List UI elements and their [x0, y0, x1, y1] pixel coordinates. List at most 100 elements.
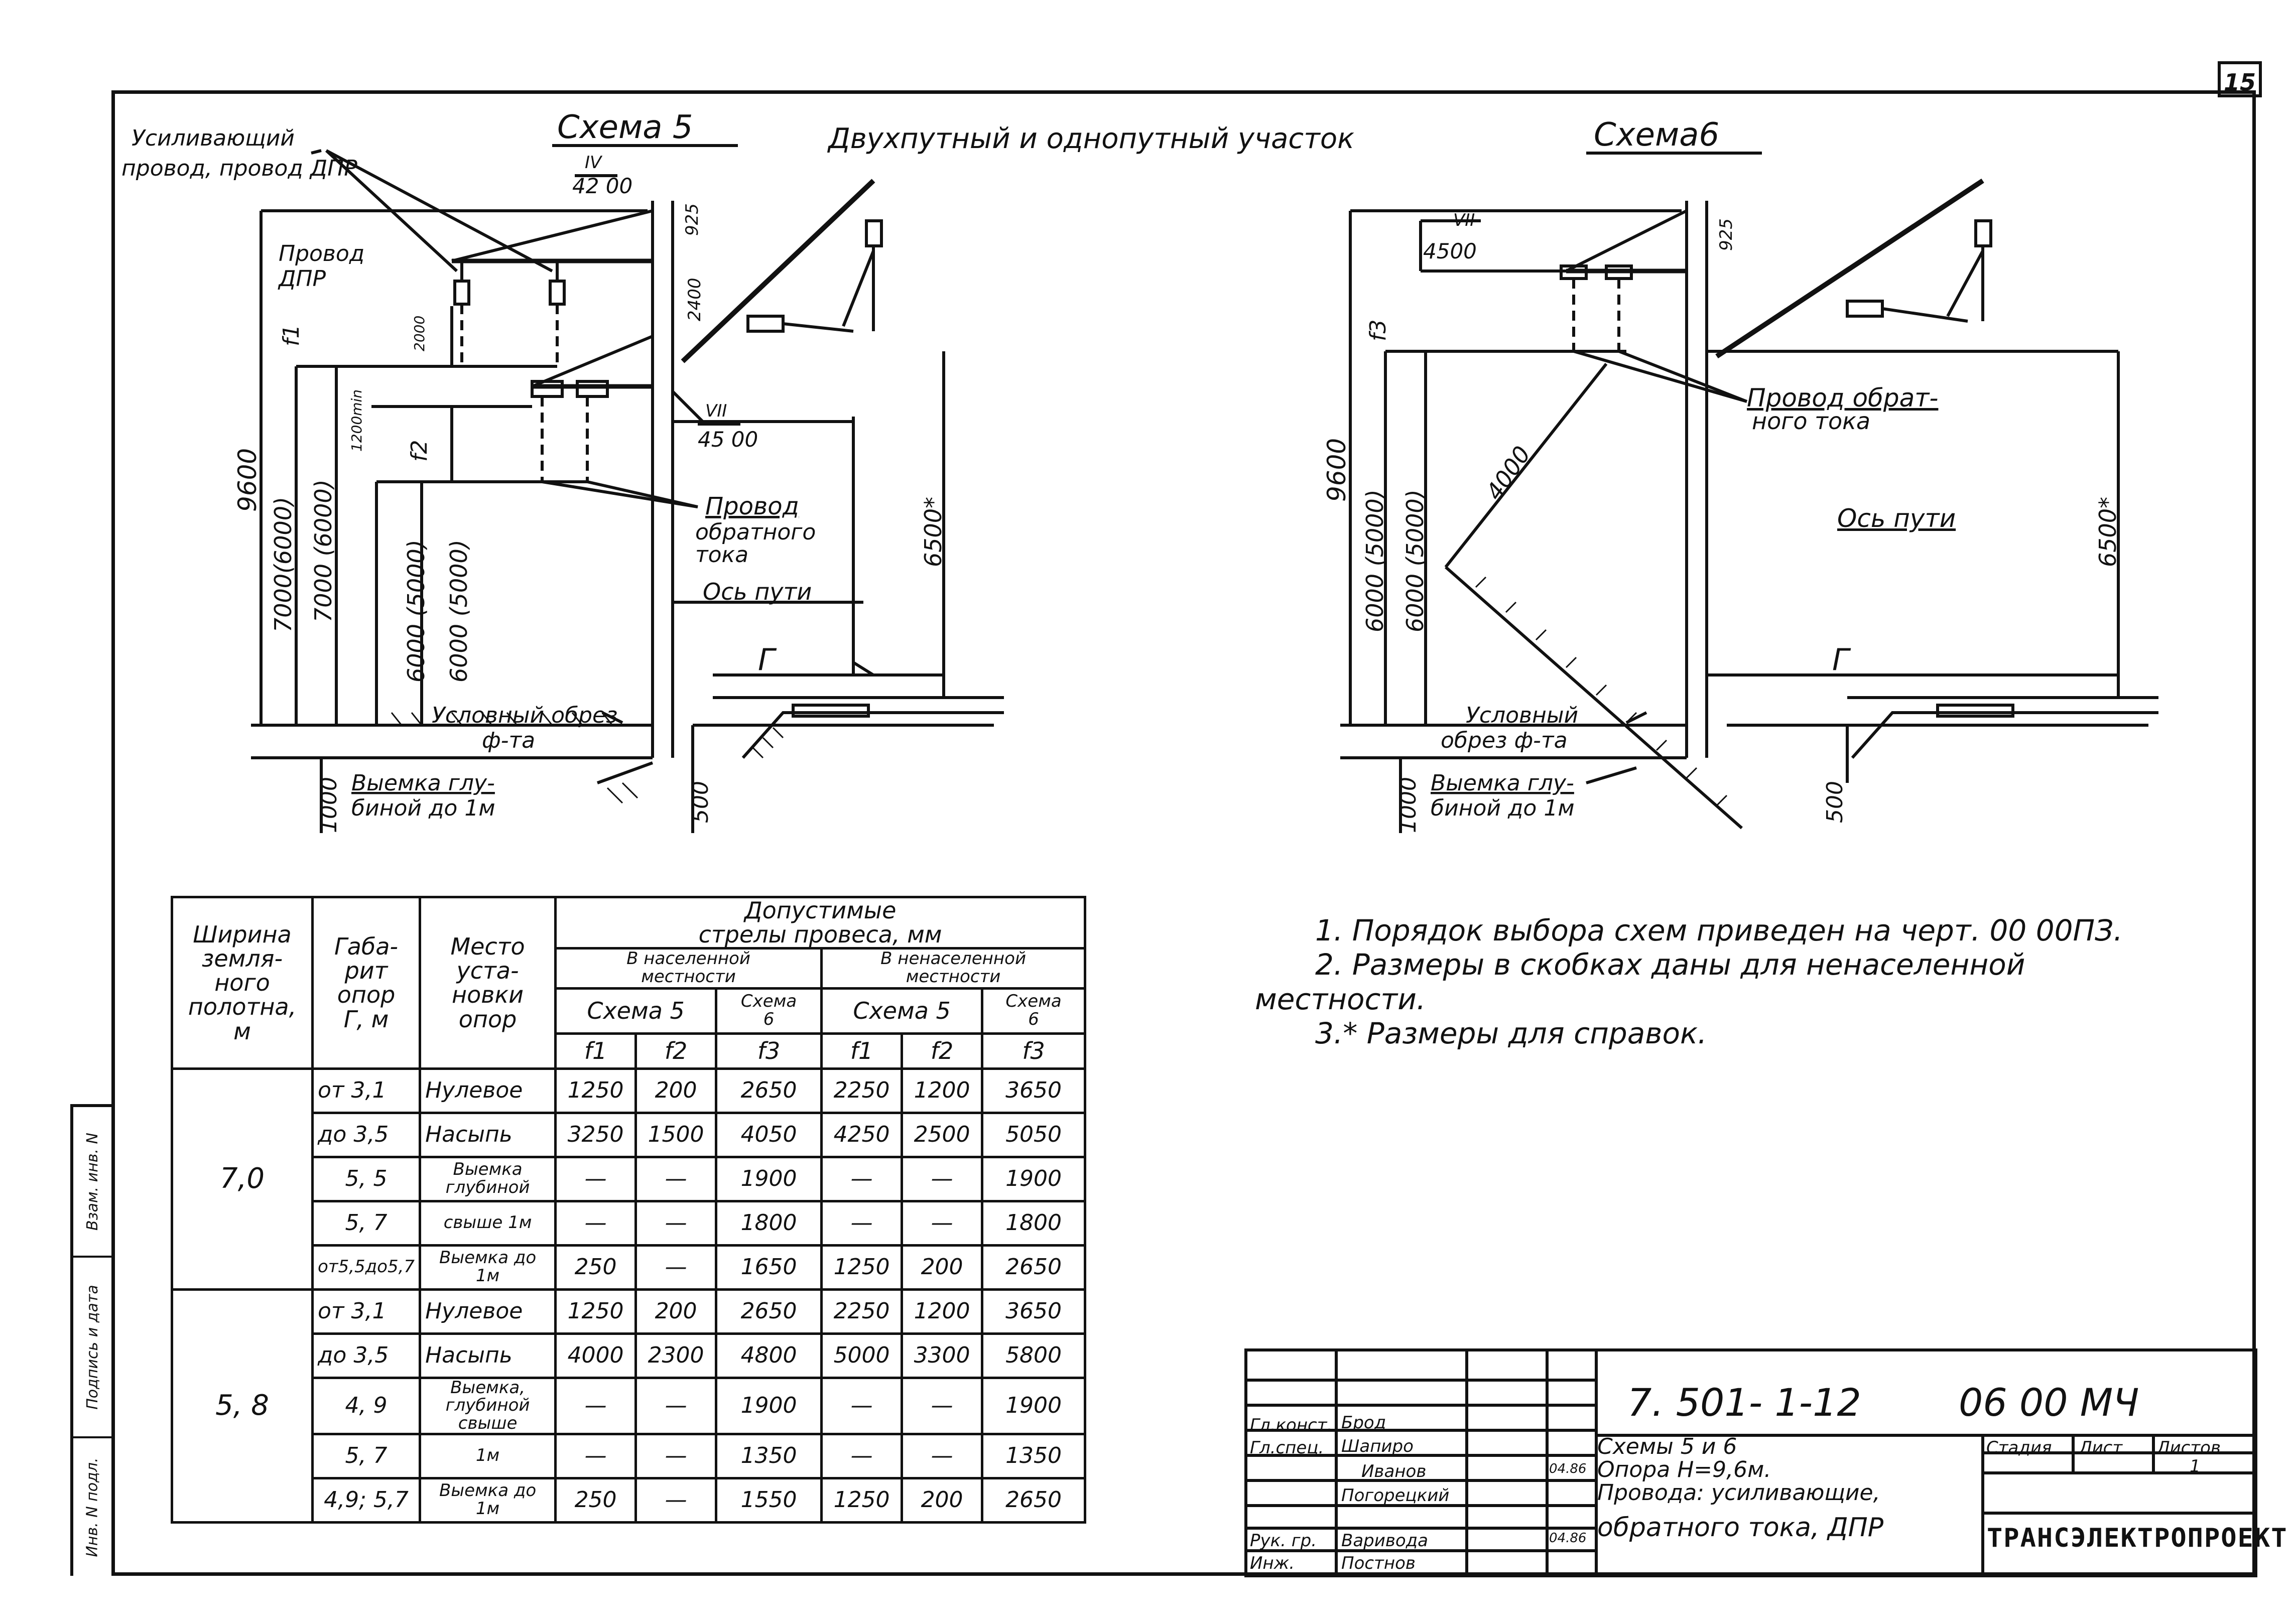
s6-dim-500: 500 — [1822, 781, 1848, 823]
cell: 2650 — [715, 1067, 823, 1114]
note-2-cont: местности. — [1255, 982, 1426, 1016]
note-2: 2. Размеры в скобках даны для ненаселенн… — [1315, 948, 2025, 982]
scheme6-title: Схема6 — [1594, 116, 1719, 154]
th-f1-b: f1 — [820, 1032, 904, 1070]
th-scheme6-a-2: 6 — [763, 1009, 775, 1030]
cell: Выемка глубиной — [419, 1155, 557, 1202]
side-cell-replace: Взам. инв. N — [73, 1107, 111, 1258]
cell: 2650 — [981, 1244, 1087, 1291]
th-scheme6-b-1: Схема — [1005, 991, 1062, 1012]
track-axis-5: Ось пути — [703, 578, 812, 605]
table-row: 4, 9 Выемка, глубиной свыше — — 1900 — —… — [172, 1376, 1087, 1435]
label-reinforcing-2: провод, провод ДПР — [121, 156, 357, 181]
cell: Выемка, глубиной свыше — [419, 1376, 557, 1435]
s6-dim-925: 925 — [1716, 218, 1736, 251]
name-5: Варивода — [1341, 1531, 1429, 1551]
th-f3-a: f3 — [715, 1032, 823, 1070]
cell: 250 — [554, 1244, 638, 1291]
s6-dim-f3: f3 — [1365, 320, 1391, 341]
cell: — — [820, 1155, 904, 1202]
table-row: 4,9; 5,7 Выемка до 1м 250 — 1550 1250 20… — [172, 1476, 1087, 1524]
dim-f2: f2 — [407, 440, 432, 462]
note-3: 3.* Размеры для справок. — [1315, 1016, 1707, 1051]
cell: свыше 1м — [419, 1199, 557, 1247]
gamma-5: Г — [758, 642, 777, 678]
th-scheme5-a: Схема 5 — [554, 987, 718, 1035]
table-row: 5, 5 Выемка глубиной — — 1900 — — 1900 — [172, 1155, 1087, 1202]
cell: 1500 — [634, 1111, 718, 1158]
th-f1-a: f1 — [554, 1032, 638, 1070]
table-row: до 3,5 Насыпь 4000 2300 4800 5000 3300 5… — [172, 1332, 1087, 1379]
cell: 2650 — [981, 1476, 1087, 1524]
cell: 200 — [634, 1288, 718, 1335]
cell: — — [820, 1199, 904, 1247]
name-6: Постнов — [1341, 1553, 1416, 1573]
th-width: Ширина земля- ного полотна, м — [171, 896, 314, 1070]
cell: 5050 — [981, 1111, 1087, 1158]
drawing-frame — [111, 90, 2256, 1576]
cell: 4050 — [715, 1111, 823, 1158]
sheet-label: Лист — [2079, 1438, 2123, 1458]
desc-line-3: Провода: усиливающие, — [1597, 1480, 1880, 1506]
s6-foundation-1: Условный — [1466, 703, 1578, 728]
bracket-low-num: VII — [705, 401, 727, 421]
cell: 1350 — [715, 1432, 823, 1479]
cell: 5000 — [820, 1332, 904, 1379]
th-width-4: полотна, — [188, 993, 297, 1021]
cell: до 3,5 — [311, 1332, 422, 1379]
cell: 200 — [634, 1067, 718, 1114]
th-width-3: ного — [214, 969, 270, 997]
cell: 3250 — [554, 1111, 638, 1158]
cell: 1650 — [715, 1244, 823, 1291]
sheets-label: Листов — [2157, 1438, 2221, 1458]
page-corner-mark: 15 — [2218, 61, 2262, 97]
drawing-code: 7. 501- 1-12 — [1627, 1380, 1861, 1425]
th-gabarit-1: Габа- — [334, 932, 399, 960]
th-gabarit-4: Г, м — [343, 1005, 389, 1033]
cell: — — [901, 1155, 984, 1202]
cell: 3650 — [981, 1288, 1087, 1335]
drawing-code-2: 06 00 МЧ — [1959, 1380, 2139, 1425]
cell: 1900 — [981, 1376, 1087, 1435]
cell: 1900 — [715, 1376, 823, 1435]
th-allowed: Допустимые стрелы провеса, мм — [554, 896, 1087, 950]
th-place-3: новки — [452, 981, 524, 1009]
dim-2400: 2400 — [685, 278, 705, 321]
cell: — — [554, 1376, 638, 1435]
name-2: Шапиро — [1341, 1436, 1414, 1456]
th-f2-a: f2 — [634, 1032, 718, 1070]
title-block: 7. 501- 1-12 06 00 МЧ Схемы 5 и 6 Опора … — [1246, 1350, 2287, 1576]
th-allowed-1: Допустимые — [744, 897, 897, 924]
s6-dim-1000: 1000 — [1395, 777, 1421, 833]
return-wire-2: обратного — [695, 519, 816, 545]
foundation-5-1: Условный обрез — [432, 703, 618, 728]
group1-width: 7,0 — [171, 1067, 314, 1291]
cell: 3650 — [981, 1067, 1087, 1114]
dim-6000-5000b: 6000 (5000) — [445, 539, 472, 683]
th-unpopulated: В ненаселенной местности — [820, 946, 1087, 990]
cell: 1550 — [715, 1476, 823, 1524]
dim-2000: 2000 — [411, 316, 428, 351]
name-4: Погорецкий — [1341, 1485, 1450, 1506]
cell: — — [901, 1199, 984, 1247]
s6-bracket-num: VII — [1453, 210, 1475, 230]
dim-1000: 1000 — [316, 777, 342, 833]
drawing-description: Схемы 5 и 6 Опора Н=9,6м. Провода: усили… — [1597, 1435, 1919, 1541]
label-dpr-2: ДПР — [278, 266, 326, 292]
cell: 2300 — [634, 1332, 718, 1379]
s6-return-wire-2: ного тока — [1752, 408, 1870, 435]
cell: — — [634, 1244, 718, 1291]
cell: — — [901, 1376, 984, 1435]
cell: 1800 — [715, 1199, 823, 1247]
label-reinforcing: Усиливающий — [132, 125, 295, 151]
group2-width: 5, 8 — [171, 1288, 314, 1524]
cell: 5, 7 — [311, 1199, 422, 1247]
th-gabarit: Габа- рит опор Г, м — [311, 896, 422, 1070]
cell: 3300 — [901, 1332, 984, 1379]
return-wire-1: Провод — [705, 492, 799, 520]
th-scheme6-a-1: Схема — [740, 991, 797, 1012]
table-row: 7,0 от 3,1 Нулевое 1250 200 2650 2250 12… — [171, 1067, 1087, 1291]
dim-925: 925 — [682, 203, 702, 236]
th-gabarit-2: рит — [344, 957, 388, 984]
th-scheme5-b: Схема 5 — [820, 987, 984, 1035]
